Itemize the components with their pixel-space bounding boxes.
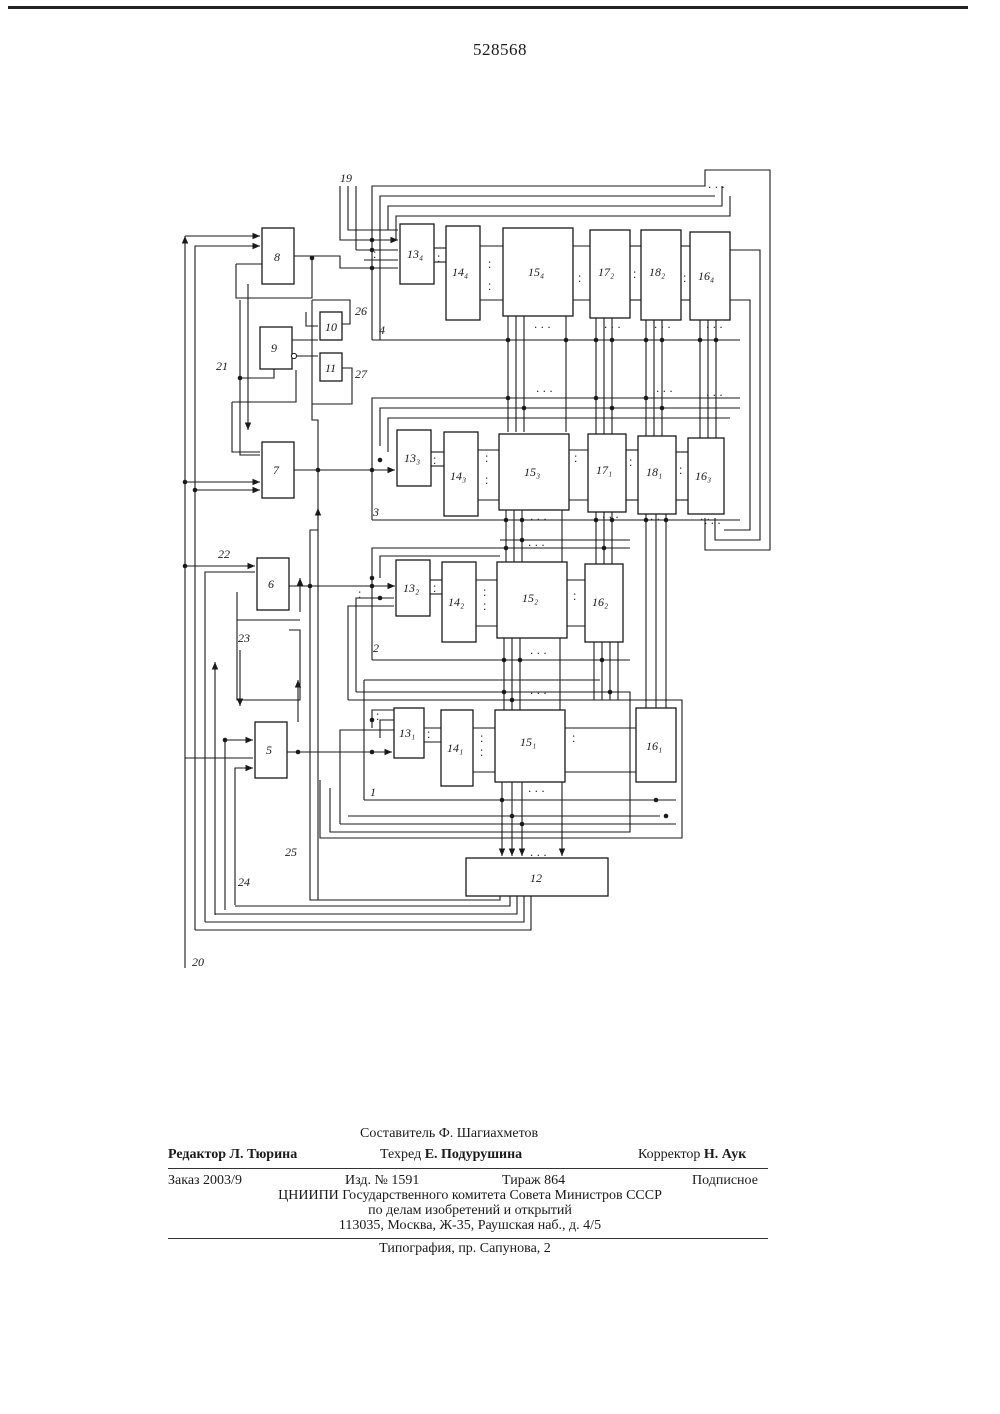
org-line-3: 113035, Москва, Ж-35, Раушская наб., д. … — [0, 1218, 940, 1234]
compiler-line: Составитель Ф. Шагиахметов — [360, 1126, 538, 1142]
subscription-text: Подписное — [692, 1173, 758, 1189]
editor-line: Редактор Л. Тюрина — [168, 1147, 297, 1163]
separator-rule-bottom — [168, 1238, 768, 1239]
editor-name: Л. Тюрина — [230, 1147, 298, 1162]
org-line-2: по делам изобретений и открытий — [0, 1203, 940, 1219]
separator-rule-top — [168, 1168, 768, 1169]
corrector-label: Корректор — [638, 1147, 700, 1162]
edition-text: Изд. № 1591 — [345, 1173, 419, 1189]
corrector-name: Н. Аук — [704, 1147, 746, 1162]
techred-label: Техред — [380, 1147, 421, 1162]
order-text: Заказ 2003/9 — [168, 1173, 242, 1189]
techred-name: Е. Подурушина — [425, 1147, 522, 1162]
editor-label: Редактор — [168, 1147, 226, 1162]
techred-line: Техред Е. Подурушина — [380, 1147, 522, 1163]
circulation-text: Тираж 864 — [502, 1173, 565, 1189]
printer-line: Типография, пр. Сапунова, 2 — [0, 1241, 930, 1257]
org-line-1: ЦНИИПИ Государственного комитета Совета … — [0, 1188, 940, 1204]
corrector-line: Корректор Н. Аук — [638, 1147, 746, 1163]
